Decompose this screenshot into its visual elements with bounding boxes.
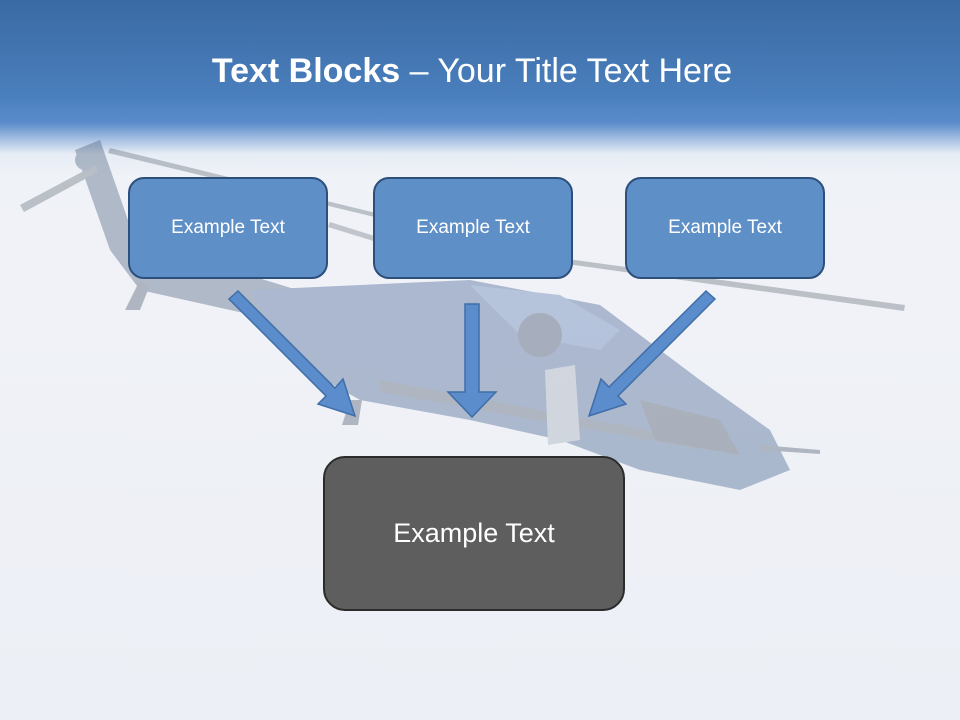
title-rest: Your Title Text Here	[437, 52, 733, 90]
header-band	[0, 0, 960, 175]
text-box-bottom-label: Example Text	[393, 518, 555, 548]
text-box-top-right-label: Example Text	[668, 217, 782, 238]
text-box-top-center-label: Example Text	[416, 217, 530, 238]
text-box-top-left[interactable]: Example Text	[128, 177, 328, 279]
title-dash: –	[400, 52, 438, 90]
arrow-center	[446, 303, 498, 419]
text-box-bottom[interactable]: Example Text	[323, 456, 625, 611]
text-box-top-left-label: Example Text	[171, 217, 285, 238]
slide-title: Text Blocks – Your Title Text Here	[0, 52, 944, 91]
text-box-top-center[interactable]: Example Text	[373, 177, 573, 279]
arrow-left	[227, 289, 357, 418]
title-bold: Text Blocks	[211, 52, 401, 90]
arrow-right	[587, 289, 717, 418]
text-box-top-right[interactable]: Example Text	[625, 177, 825, 279]
